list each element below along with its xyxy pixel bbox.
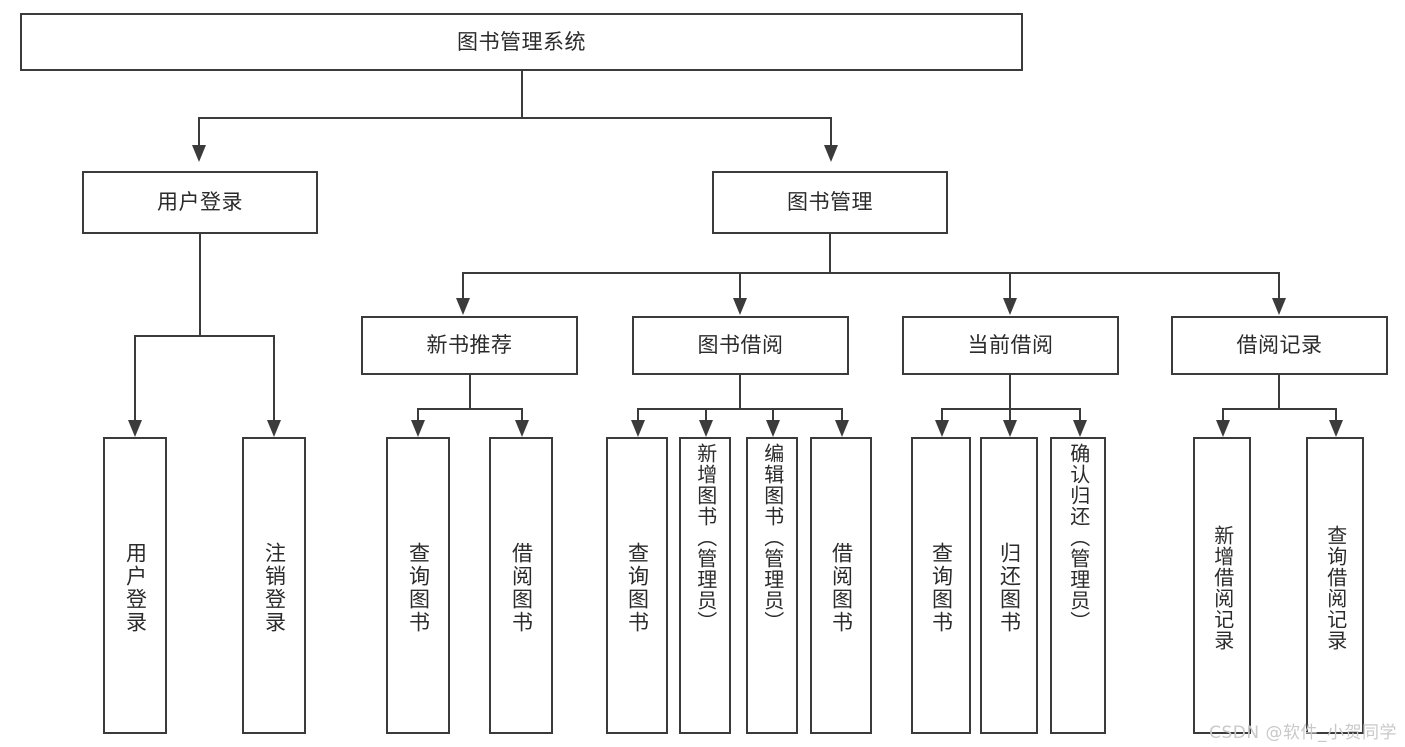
node-book-management-label: 图书管理 (787, 190, 873, 215)
node-current-borrow[interactable]: 当前借阅 (902, 316, 1119, 375)
node-leaf-borrow-book-2-label: 借阅图书 (829, 541, 854, 634)
node-leaf-confirm-return-label: 确认归还（管理员） (1066, 443, 1091, 632)
node-leaf-query-record[interactable]: 查询借阅记录 (1306, 437, 1364, 734)
arrowhead-leaf-query-record (1329, 420, 1343, 437)
connector-book-borrow-stem (739, 375, 741, 409)
node-book-management[interactable]: 图书管理 (712, 171, 948, 234)
arrowhead-book-borrow (733, 298, 747, 315)
connector-cb-drop-2 (1009, 408, 1011, 420)
arrowhead-leaf-borrow-book-1 (515, 420, 529, 437)
arrowhead-leaf-add-record (1216, 420, 1230, 437)
node-root-label: 图书管理系统 (457, 29, 586, 54)
node-leaf-add-book[interactable]: 新增图书（管理员） (679, 437, 731, 734)
arrowhead-leaf-edit-book (766, 420, 780, 437)
connector-cb-drop-1 (941, 408, 943, 420)
node-leaf-query-book-1[interactable]: 查询图书 (386, 437, 450, 734)
connector-bb-drop-4 (841, 408, 843, 420)
connector-root-to-user-login (198, 117, 200, 145)
node-leaf-borrow-book-2[interactable]: 借阅图书 (810, 437, 872, 734)
arrowhead-leaf-return-book (1003, 420, 1017, 437)
connector-user-login-bus (134, 335, 274, 337)
watermark-text: CSDN @软件_小贺同学 (1209, 723, 1397, 743)
connector-book-management-stem (829, 234, 831, 273)
node-leaf-return-book-label: 归还图书 (997, 541, 1022, 634)
node-leaf-query-book-1-label: 查询图书 (406, 541, 431, 634)
node-leaf-query-record-label: 查询借阅记录 (1323, 524, 1348, 651)
arrowhead-leaf-query-book-1 (411, 420, 425, 437)
node-user-login[interactable]: 用户登录 (82, 171, 318, 234)
connector-root-bus (198, 117, 832, 119)
arrowhead-book-management (824, 145, 838, 162)
node-leaf-edit-book-label: 编辑图书（管理员） (760, 443, 785, 632)
connector-cb-drop-3 (1079, 408, 1081, 420)
arrowhead-leaf-user-login (128, 420, 142, 437)
connector-level2-bus (462, 272, 1279, 274)
connector-user-login-stem (199, 234, 201, 336)
node-borrow-record[interactable]: 借阅记录 (1171, 316, 1388, 375)
arrowhead-leaf-logout-login (267, 420, 281, 437)
node-leaf-borrow-book-1-label: 借阅图书 (509, 541, 534, 634)
connector-nbr-drop-1 (417, 408, 419, 420)
connector-book-borrow-bus (637, 408, 842, 410)
node-leaf-user-login[interactable]: 用户登录 (103, 437, 167, 734)
arrowhead-leaf-query-book-3 (935, 420, 949, 437)
node-user-login-label: 用户登录 (157, 190, 243, 215)
node-root[interactable]: 图书管理系统 (20, 13, 1023, 71)
connector-new-book-recommend-stem (469, 375, 471, 409)
node-leaf-add-record-label: 新增借阅记录 (1210, 524, 1235, 651)
node-leaf-add-record[interactable]: 新增借阅记录 (1193, 437, 1251, 734)
arrowhead-leaf-confirm-return (1073, 420, 1087, 437)
node-leaf-query-book-2-label: 查询图书 (625, 541, 650, 634)
node-new-book-recommend-label: 新书推荐 (426, 333, 513, 358)
connector-borrow-record-bus (1222, 408, 1336, 410)
node-leaf-return-book[interactable]: 归还图书 (980, 437, 1038, 734)
node-leaf-query-book-2[interactable]: 查询图书 (606, 437, 668, 734)
node-new-book-recommend[interactable]: 新书推荐 (361, 316, 578, 375)
arrowhead-current-borrow (1003, 298, 1017, 315)
connector-to-new-book-recommend (462, 272, 464, 298)
connector-br-drop-1 (1222, 408, 1224, 420)
node-borrow-record-label: 借阅记录 (1236, 333, 1323, 358)
arrowhead-leaf-add-book (699, 420, 713, 437)
connector-nbr-drop-2 (521, 408, 523, 420)
connector-bb-drop-2 (705, 408, 707, 420)
connector-br-drop-2 (1335, 408, 1337, 420)
connector-user-login-right-drop (273, 335, 275, 420)
node-leaf-edit-book[interactable]: 编辑图书（管理员） (746, 437, 798, 734)
arrowhead-leaf-borrow-book-2 (835, 420, 849, 437)
arrowhead-leaf-query-book-2 (631, 420, 645, 437)
connector-root-stem (521, 71, 523, 118)
node-leaf-confirm-return[interactable]: 确认归还（管理员） (1050, 437, 1106, 734)
connector-current-borrow-stem (1009, 375, 1011, 409)
node-leaf-user-login-label: 用户登录 (123, 541, 148, 634)
arrowhead-borrow-record (1272, 298, 1286, 315)
node-leaf-borrow-book-1[interactable]: 借阅图书 (489, 437, 553, 734)
arrowhead-new-book-recommend (456, 298, 470, 315)
connector-bb-drop-1 (637, 408, 639, 420)
node-book-borrow[interactable]: 图书借阅 (632, 316, 849, 375)
node-book-borrow-label: 图书借阅 (697, 333, 784, 358)
connector-bb-drop-3 (772, 408, 774, 420)
node-leaf-logout-login[interactable]: 注销登录 (242, 437, 306, 734)
node-leaf-query-book-3[interactable]: 查询图书 (911, 437, 971, 734)
node-leaf-add-book-label: 新增图书（管理员） (693, 443, 718, 632)
node-leaf-logout-login-label: 注销登录 (262, 541, 287, 634)
connector-to-current-borrow (1009, 272, 1011, 298)
connector-to-book-borrow (739, 272, 741, 298)
node-leaf-query-book-3-label: 查询图书 (929, 541, 954, 634)
arrowhead-user-login (192, 145, 206, 162)
node-current-borrow-label: 当前借阅 (967, 333, 1054, 358)
connector-to-borrow-record (1278, 272, 1280, 298)
connector-user-login-left-drop (134, 335, 136, 420)
connector-borrow-record-stem (1278, 375, 1280, 409)
connector-new-book-recommend-bus (417, 408, 522, 410)
connector-root-to-book-management (830, 117, 832, 145)
